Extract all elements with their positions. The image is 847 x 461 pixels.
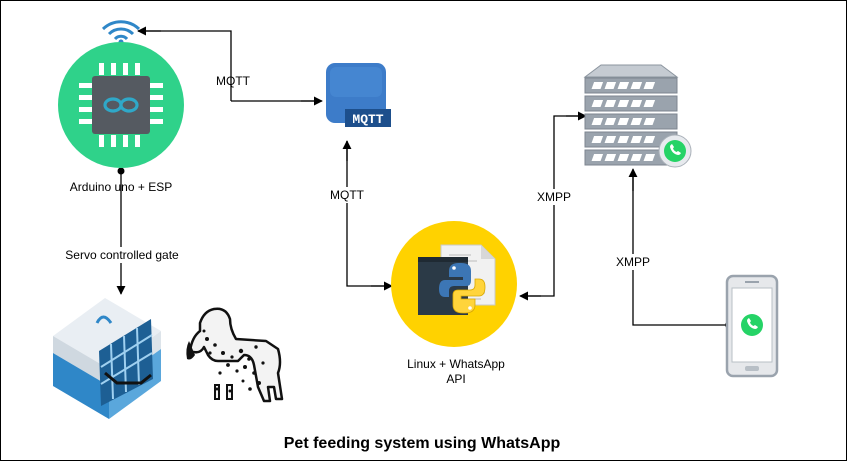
linux-label-line1: Linux + WhatsApp: [407, 357, 505, 371]
edge-linux-server: [521, 115, 585, 297]
dalmatian-dog-icon: [186, 307, 284, 403]
server-rack-icon: [583, 64, 679, 166]
server-unit: [584, 77, 678, 94]
server-unit: [584, 113, 678, 130]
edge-phone-server: [632, 171, 728, 326]
arduino-label: Arduino uno + ESP: [70, 180, 172, 194]
mqtt-badge: [345, 109, 391, 127]
servo-bracket-icon: [104, 371, 152, 385]
linux-label-line2: API: [446, 372, 465, 386]
whatsapp-badge-icon: [658, 134, 692, 168]
diagram-title: Pet feeding system using WhatsApp: [284, 435, 561, 452]
pet-crate-node: [53, 298, 161, 419]
edge-label-servo: Servo controlled gate: [65, 248, 179, 262]
chip-icon: [79, 63, 163, 147]
edge-label-xmpp-1: XMPP: [537, 190, 571, 204]
mqtt-broker-node: MQTT: [326, 63, 391, 127]
whatsapp-icon: [741, 314, 763, 336]
edge-label-mqtt-1: MQTT: [216, 74, 251, 88]
edge-label-mqtt-2: MQTT: [330, 188, 365, 202]
smartphone-node: [725, 274, 779, 378]
edge-broker-linux: [346, 141, 391, 287]
python-document-icon: [418, 244, 496, 315]
server-unit: [584, 95, 678, 112]
mqtt-badge-label: MQTT: [352, 112, 383, 127]
whatsapp-server-node: [583, 64, 692, 168]
edge-label-xmpp-2: XMPP: [616, 255, 650, 269]
pet-crate-icon: [53, 298, 161, 419]
python-logo-icon: [439, 263, 486, 314]
arduino-node: Arduino uno + ESP: [58, 42, 184, 194]
linux-node: Linux + WhatsApp API: [391, 221, 517, 386]
wifi-icon: [101, 20, 141, 45]
